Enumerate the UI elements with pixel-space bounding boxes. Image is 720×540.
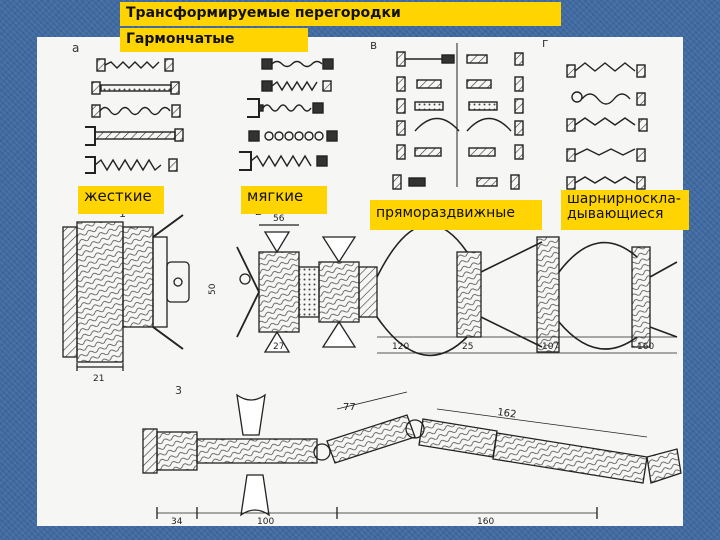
panel-letter-v: в <box>370 38 377 52</box>
detail-1-rigid-joint: 1 <box>62 207 190 371</box>
rigid-variants <box>85 58 184 174</box>
dim-56: 56 <box>273 214 285 224</box>
category-label-sliding: прямораздвижные <box>370 200 542 230</box>
detail-3-hinged-section: 3 <box>142 384 682 519</box>
dim-21: 21 <box>93 374 104 384</box>
dim-120: 120 <box>392 342 409 352</box>
partition-drawings: а б в г <box>62 37 682 526</box>
sliding-chain-detail <box>376 224 678 357</box>
dim-27: 27 <box>273 342 284 352</box>
panel-letter-a: а <box>72 41 79 55</box>
detail-number-3: 3 <box>175 384 182 397</box>
hinged-variants <box>566 62 648 190</box>
category-label-soft: мягкие <box>241 186 327 214</box>
dim-160-bottom: 160 <box>477 517 494 526</box>
dim-50: 50 <box>208 283 218 295</box>
panel-letter-g: г <box>542 37 548 50</box>
dim-162: 162 <box>497 407 517 421</box>
sliding-variants <box>392 43 524 190</box>
soft-variants <box>239 58 338 171</box>
category-label-hinged: шарнирноскла- дывающиеся <box>561 190 689 230</box>
dim-34: 34 <box>171 517 183 526</box>
dim-100: 100 <box>257 517 274 526</box>
detail-2-soft-joint: 2 <box>236 205 378 353</box>
slide-subtitle: Гармончатые <box>120 28 308 52</box>
category-label-rigid: жесткие <box>78 186 164 214</box>
drawing-sheet: а б в г <box>37 37 683 526</box>
slide-title: Трансформируемые перегородки <box>120 2 561 26</box>
dim-160: 160 <box>637 342 654 352</box>
dim-25: 25 <box>462 342 473 352</box>
dim-77: 77 <box>343 402 356 413</box>
dim-107: 107 <box>542 342 559 352</box>
